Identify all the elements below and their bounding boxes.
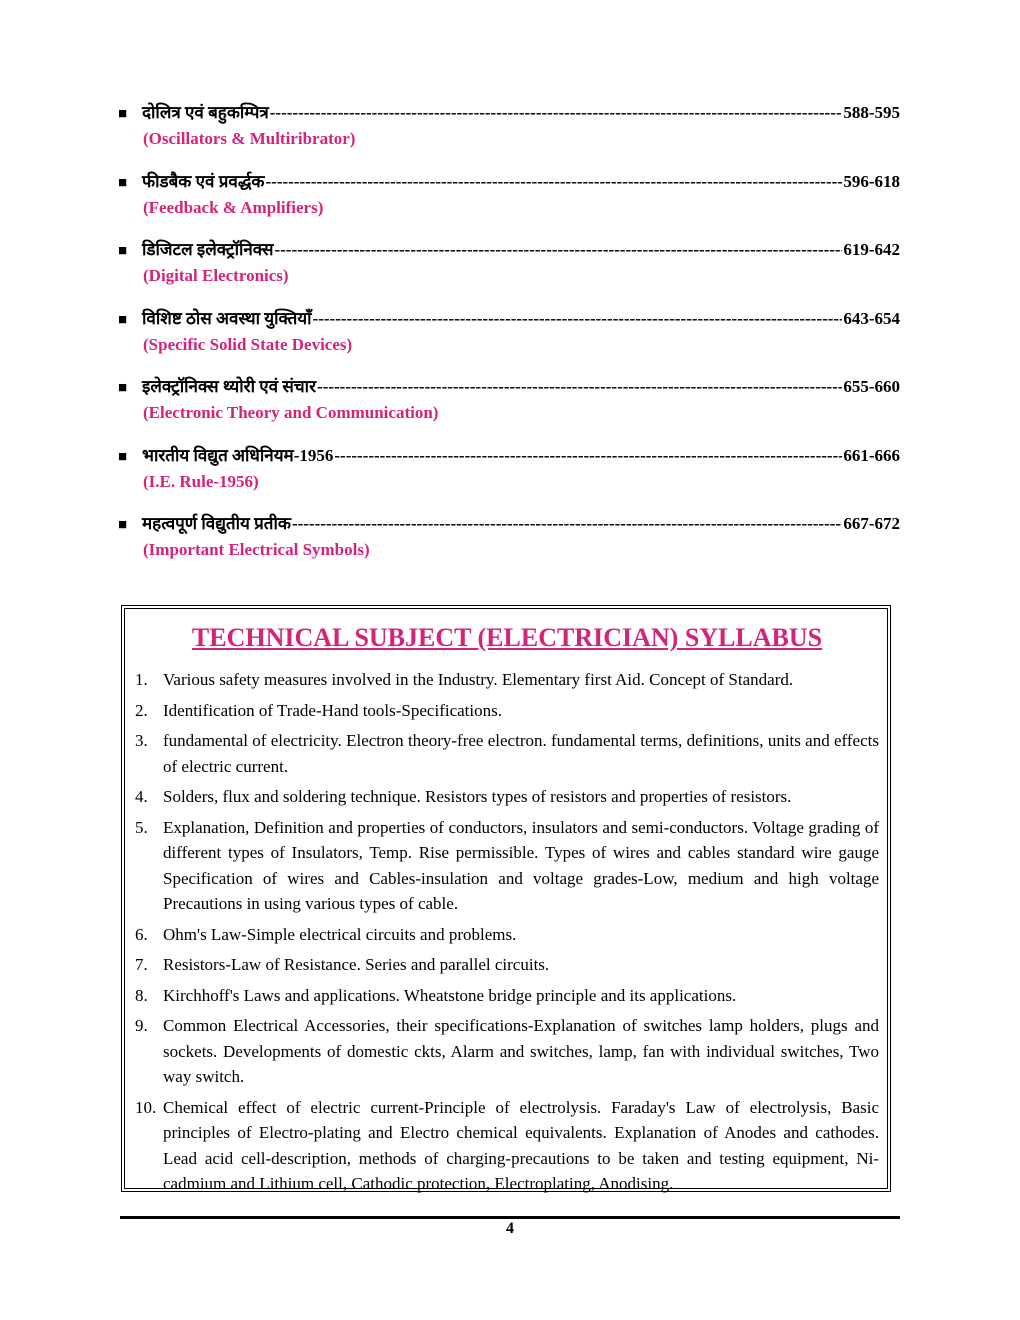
dash-leader (266, 169, 843, 195)
item-number: 10. (135, 1097, 157, 1117)
square-bullet-icon: ■ (118, 380, 128, 396)
list-item: 3. fundamental of electricity. Electron … (135, 728, 879, 779)
item-number: 9. (135, 1016, 148, 1035)
square-bullet-icon: ■ (118, 243, 128, 259)
item-text: fundamental of electricity. Electron the… (163, 731, 879, 776)
toc-pages: 596-618 (843, 171, 900, 191)
dash-leader (334, 443, 842, 469)
item-text: Kirchhoff's Laws and applications. Wheat… (163, 985, 737, 1005)
dash-leader (292, 511, 842, 537)
toc-subtitle: (Specific Solid State Devices) (143, 334, 353, 354)
toc-pages: 655-660 (843, 377, 900, 396)
toc-line: ■ भारतीय विद्युत अधिनियम-1956 661-666 (118, 443, 900, 470)
toc-pages: 588-595 (843, 103, 900, 122)
toc-line: ■ डिजिटल इलेक्ट्रॉनिक्स 619-642 (118, 237, 900, 264)
toc-title: इलेक्ट्रॉनिक्स थ्योरी एवं संचार (142, 377, 317, 396)
toc-subtitle: (Electronic Theory and Communication) (143, 403, 439, 422)
page-number: 4 (506, 1220, 514, 1237)
dash-leader (270, 100, 843, 126)
toc-entry: ■ फीडबैक एवं प्रवर्द्धक 596-618 (Feedbac… (118, 169, 900, 238)
toc-line: ■ महत्वपूर्ण विद्युतीय प्रतीक 667-672 (118, 511, 900, 538)
item-text: Chemical effect of electric current-Prin… (163, 1097, 879, 1194)
toc-subtitle: (Feedback & Amplifiers) (143, 197, 324, 217)
toc-entry: ■ दोलित्र एवं बहुकम्पित्र 588-595 (Oscil… (118, 100, 900, 169)
list-item: 7. Resistors-Law of Resistance. Series a… (135, 952, 879, 978)
toc-title: भारतीय विद्युत अधिनियम-1956 (142, 445, 334, 465)
item-number: 4. (135, 787, 148, 806)
list-item: 5. Explanation, Definition and propertie… (135, 815, 879, 917)
toc-title: महत्वपूर्ण विद्युतीय प्रतीक (142, 514, 291, 533)
item-number: 6. (135, 924, 148, 944)
item-text: Solders, flux and soldering technique. R… (163, 787, 792, 806)
item-number: 8. (135, 985, 148, 1005)
toc-pages: 643-654 (843, 308, 900, 328)
toc-entry: ■ डिजिटल इलेक्ट्रॉनिक्स 619-642 (Digital… (118, 237, 900, 306)
syllabus-list: 1. Various safety measures involved in t… (135, 667, 879, 1197)
list-item: 9. Common Electrical Accessories, their … (135, 1013, 879, 1090)
toc-entry: ■ इलेक्ट्रॉनिक्स थ्योरी एवं संचार 655-66… (118, 374, 900, 443)
item-text: Ohm's Law-Simple electrical circuits and… (163, 924, 517, 944)
toc-pages: 661-666 (843, 445, 900, 465)
item-text: Various safety measures involved in the … (163, 670, 794, 689)
item-text: Common Electrical Accessories, their spe… (163, 1016, 879, 1086)
item-number: 1. (135, 670, 148, 689)
toc-line: ■ इलेक्ट्रॉनिक्स थ्योरी एवं संचार 655-66… (118, 374, 900, 401)
toc-line: ■ फीडबैक एवं प्रवर्द्धक 596-618 (118, 169, 900, 196)
item-number: 3. (135, 731, 148, 750)
item-text: Resistors-Law of Resistance. Series and … (163, 955, 550, 974)
dash-leader (313, 306, 843, 332)
square-bullet-icon: ■ (118, 517, 128, 533)
item-text: Identification of Trade-Hand tools-Speci… (163, 700, 502, 720)
dash-leader (317, 374, 842, 400)
toc-subtitle: (Important Electrical Symbols) (143, 540, 370, 559)
item-number: 2. (135, 700, 148, 720)
toc-line: ■ विशिष्ट ठोस अवस्था युक्तियाँ 643-654 (118, 306, 900, 333)
toc-subtitle: (Oscillators & Multiribrator) (143, 129, 356, 148)
list-item: 4. Solders, flux and soldering technique… (135, 784, 879, 810)
item-number: 5. (135, 817, 148, 837)
toc-title: डिजिटल इलेक्ट्रॉनिक्स (142, 240, 274, 259)
toc-entry: ■ विशिष्ट ठोस अवस्था युक्तियाँ 643-654 (… (118, 306, 900, 375)
dash-leader (274, 237, 842, 263)
list-item: 2. Identification of Trade-Hand tools-Sp… (135, 698, 879, 724)
toc-pages: 619-642 (843, 240, 900, 259)
toc-entry: ■ भारतीय विद्युत अधिनियम-1956 661-666 (I… (118, 443, 900, 512)
item-number: 7. (135, 955, 148, 974)
syllabus-box: TECHNICAL SUBJECT (ELECTRICIAN) SYLLABUS… (121, 605, 891, 1193)
toc-subtitle: (I.E. Rule-1956) (143, 471, 259, 491)
footer-divider (120, 1216, 900, 1219)
table-of-contents: ■ दोलित्र एवं बहुकम्पित्र 588-595 (Oscil… (118, 100, 900, 580)
list-item: 1. Various safety measures involved in t… (135, 667, 879, 693)
list-item: 6. Ohm's Law-Simple electrical circuits … (135, 922, 879, 948)
square-bullet-icon: ■ (118, 311, 128, 328)
toc-title: दोलित्र एवं बहुकम्पित्र (142, 103, 269, 122)
toc-title: फीडबैक एवं प्रवर्द्धक (142, 171, 265, 191)
syllabus-title: TECHNICAL SUBJECT (ELECTRICIAN) SYLLABUS (191, 623, 823, 652)
list-item: 8. Kirchhoff's Laws and applications. Wh… (135, 983, 879, 1009)
toc-pages: 667-672 (843, 514, 900, 533)
list-item: 10. Chemical effect of electric current-… (135, 1095, 879, 1197)
toc-line: ■ दोलित्र एवं बहुकम्पित्र 588-595 (118, 100, 900, 127)
square-bullet-icon: ■ (118, 106, 128, 122)
toc-entry: ■ महत्वपूर्ण विद्युतीय प्रतीक 667-672 (I… (118, 511, 900, 580)
toc-title: विशिष्ट ठोस अवस्था युक्तियाँ (142, 308, 312, 328)
toc-subtitle: (Digital Electronics) (143, 266, 289, 285)
square-bullet-icon: ■ (118, 174, 128, 191)
item-text: Explanation, Definition and properties o… (163, 817, 879, 914)
square-bullet-icon: ■ (118, 448, 128, 465)
